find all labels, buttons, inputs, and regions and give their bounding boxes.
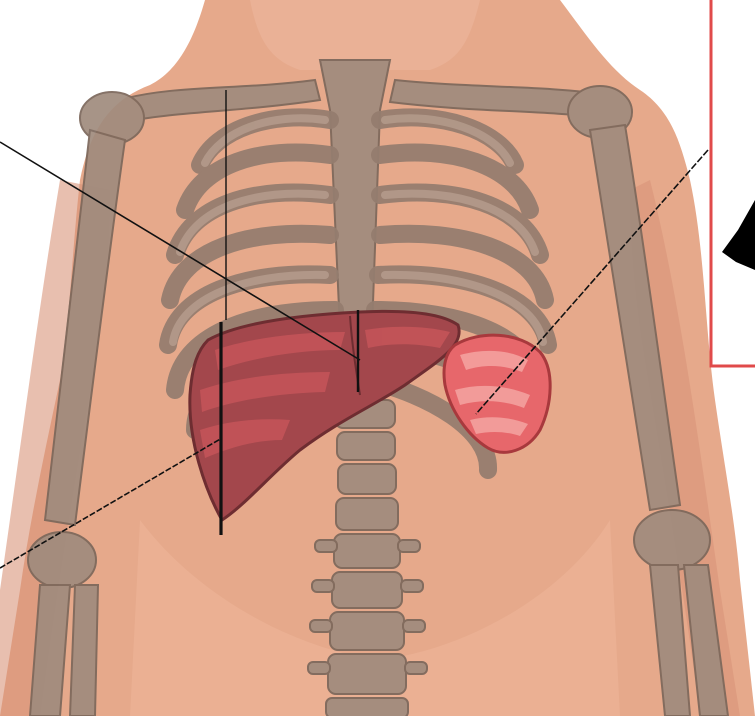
callout-box — [711, 0, 755, 366]
left-elbow — [28, 532, 96, 588]
left-forearm-2 — [70, 585, 98, 716]
spine — [326, 400, 408, 716]
right-elbow — [634, 510, 710, 570]
callout-frame — [711, 0, 755, 366]
